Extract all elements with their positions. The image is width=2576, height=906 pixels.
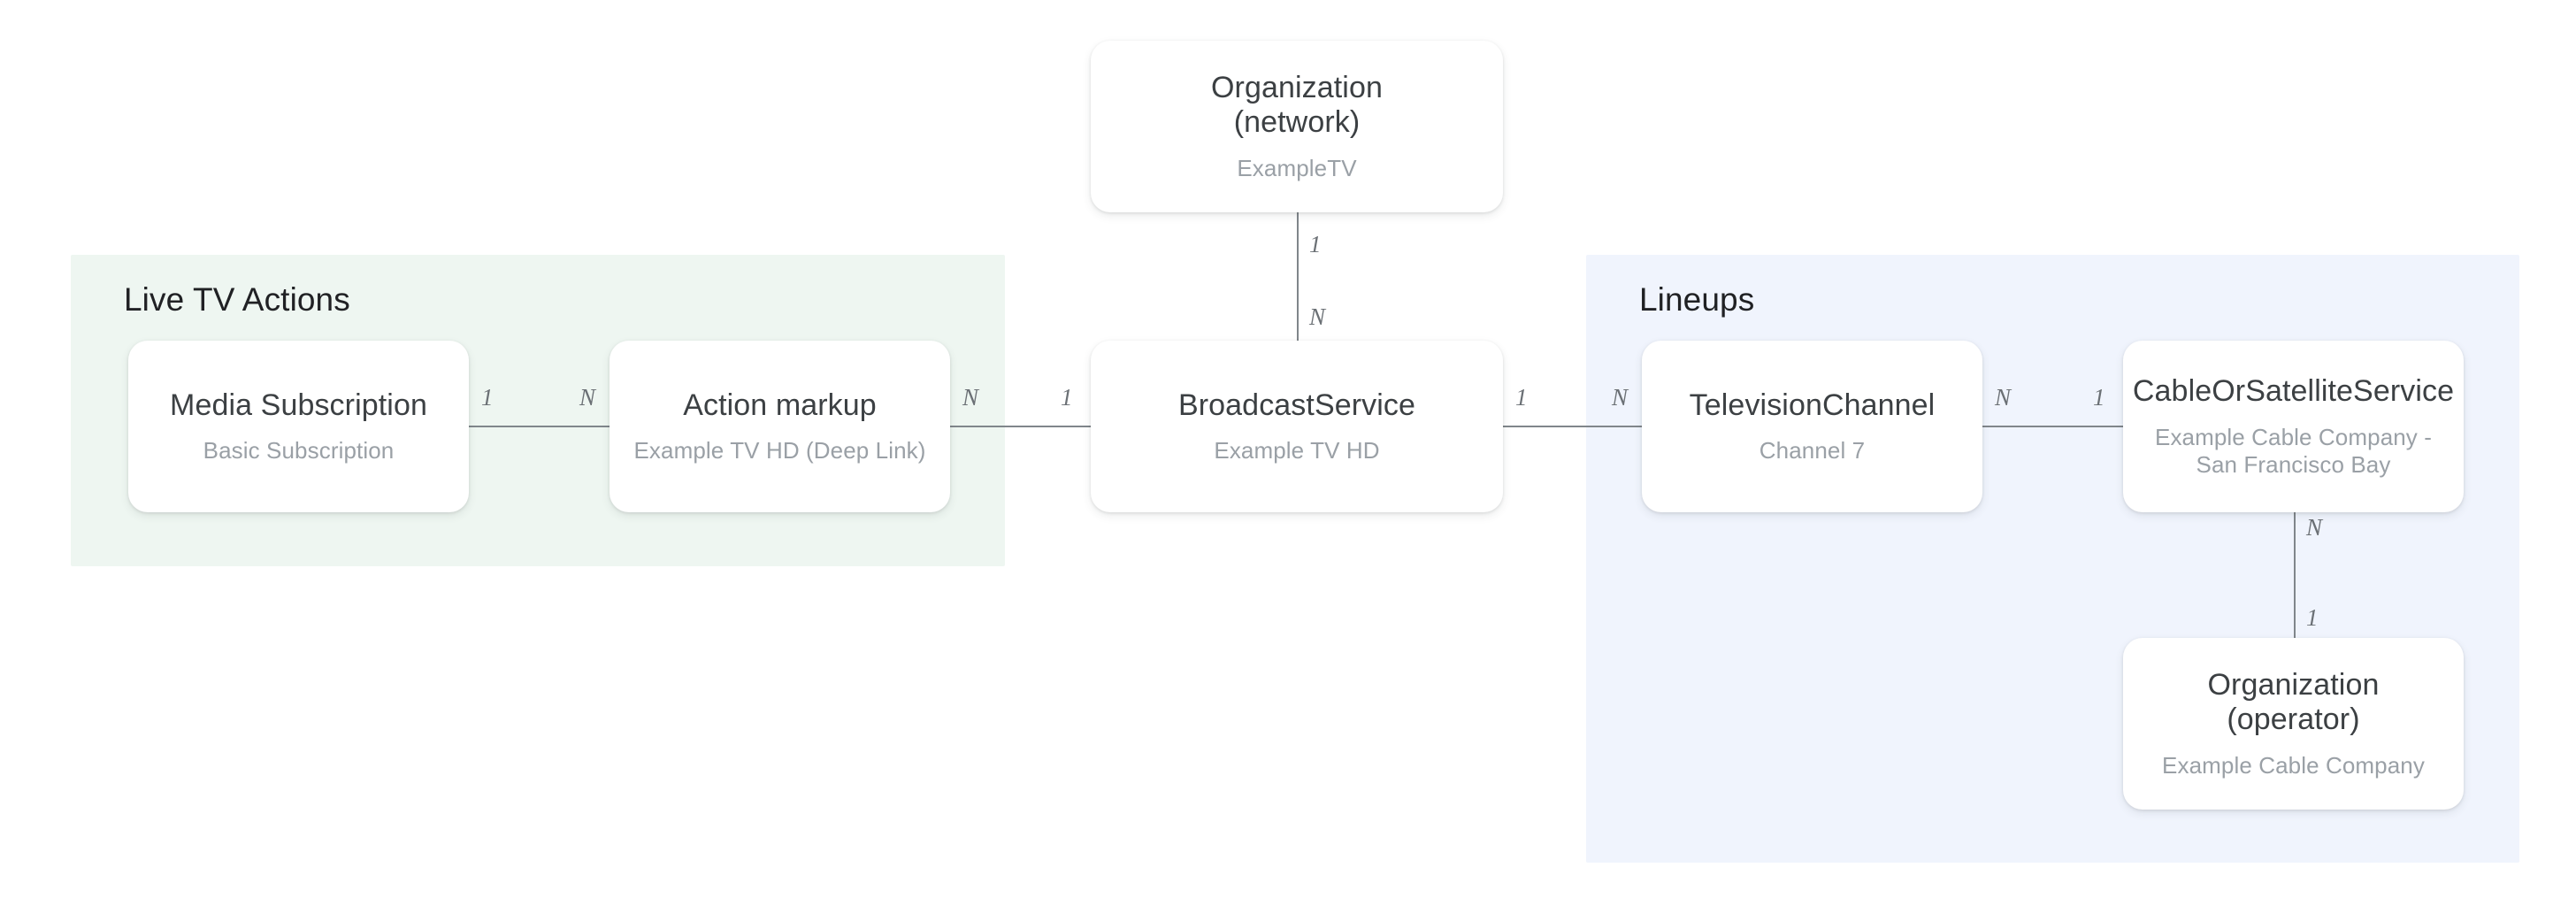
edge-organization-network-to-broadcast-service xyxy=(1297,212,1299,341)
node-subtitle-television-channel: Channel 7 xyxy=(1759,437,1866,465)
node-title-media-subscription: Media Subscription xyxy=(170,388,427,422)
edge-target-cardinality-broadcast-service-to-television-channel: N xyxy=(1612,384,1629,411)
node-organization-operator[interactable]: Organization (operator) Example Cable Com… xyxy=(2123,638,2464,810)
group-title-lineups: Lineups xyxy=(1639,281,1755,318)
edge-source-cardinality-broadcast-service-to-television-channel: 1 xyxy=(1515,384,1528,411)
edge-source-cardinality-action-markup-to-broadcast-service: N xyxy=(962,384,979,411)
edge-target-cardinality-organization-network-to-broadcast-service: N xyxy=(1309,303,1326,330)
edge-action-markup-to-broadcast-service xyxy=(950,426,1091,427)
group-title-live-tv-actions: Live TV Actions xyxy=(124,281,350,318)
node-subtitle-broadcast-service: Example TV HD xyxy=(1214,437,1380,465)
edge-television-channel-to-cable-or-satellite-service xyxy=(1982,426,2123,427)
node-subtitle-organization-operator: Example Cable Company xyxy=(2162,751,2425,779)
edge-cable-or-satellite-service-to-organization-operator xyxy=(2294,512,2296,638)
node-subtitle-cable-or-satellite-service: Example Cable Company - San Francisco Ba… xyxy=(2155,423,2432,478)
edge-media-subscription-to-action-markup xyxy=(469,426,610,427)
node-organization-network[interactable]: Organization (network) ExampleTV xyxy=(1091,41,1503,212)
node-title-television-channel: TelevisionChannel xyxy=(1689,388,1936,422)
edge-target-cardinality-television-channel-to-cable-or-satellite-service: 1 xyxy=(2093,384,2105,411)
node-title-organization-operator: Organization (operator) xyxy=(2207,667,2380,737)
edge-source-cardinality-organization-network-to-broadcast-service: 1 xyxy=(1309,231,1322,257)
edge-source-cardinality-cable-or-satellite-service-to-organization-operator: N xyxy=(2306,514,2323,541)
edge-target-cardinality-cable-or-satellite-service-to-organization-operator: 1 xyxy=(2306,604,2319,631)
node-title-organization-network: Organization (network) xyxy=(1211,70,1383,140)
edge-source-cardinality-media-subscription-to-action-markup: 1 xyxy=(481,384,494,411)
node-subtitle-organization-network: ExampleTV xyxy=(1237,154,1357,181)
node-title-action-markup: Action markup xyxy=(683,388,877,422)
node-subtitle-media-subscription: Basic Subscription xyxy=(203,437,395,465)
node-subtitle-action-markup: Example TV HD (Deep Link) xyxy=(633,437,926,465)
edge-source-cardinality-television-channel-to-cable-or-satellite-service: N xyxy=(1995,384,2012,411)
edge-target-cardinality-action-markup-to-broadcast-service: 1 xyxy=(1061,384,1073,411)
node-title-broadcast-service: BroadcastService xyxy=(1177,388,1416,422)
edge-broadcast-service-to-television-channel xyxy=(1503,426,1642,427)
node-title-cable-or-satellite-service: CableOrSatelliteService xyxy=(2132,374,2455,409)
edge-target-cardinality-media-subscription-to-action-markup: N xyxy=(579,384,596,411)
